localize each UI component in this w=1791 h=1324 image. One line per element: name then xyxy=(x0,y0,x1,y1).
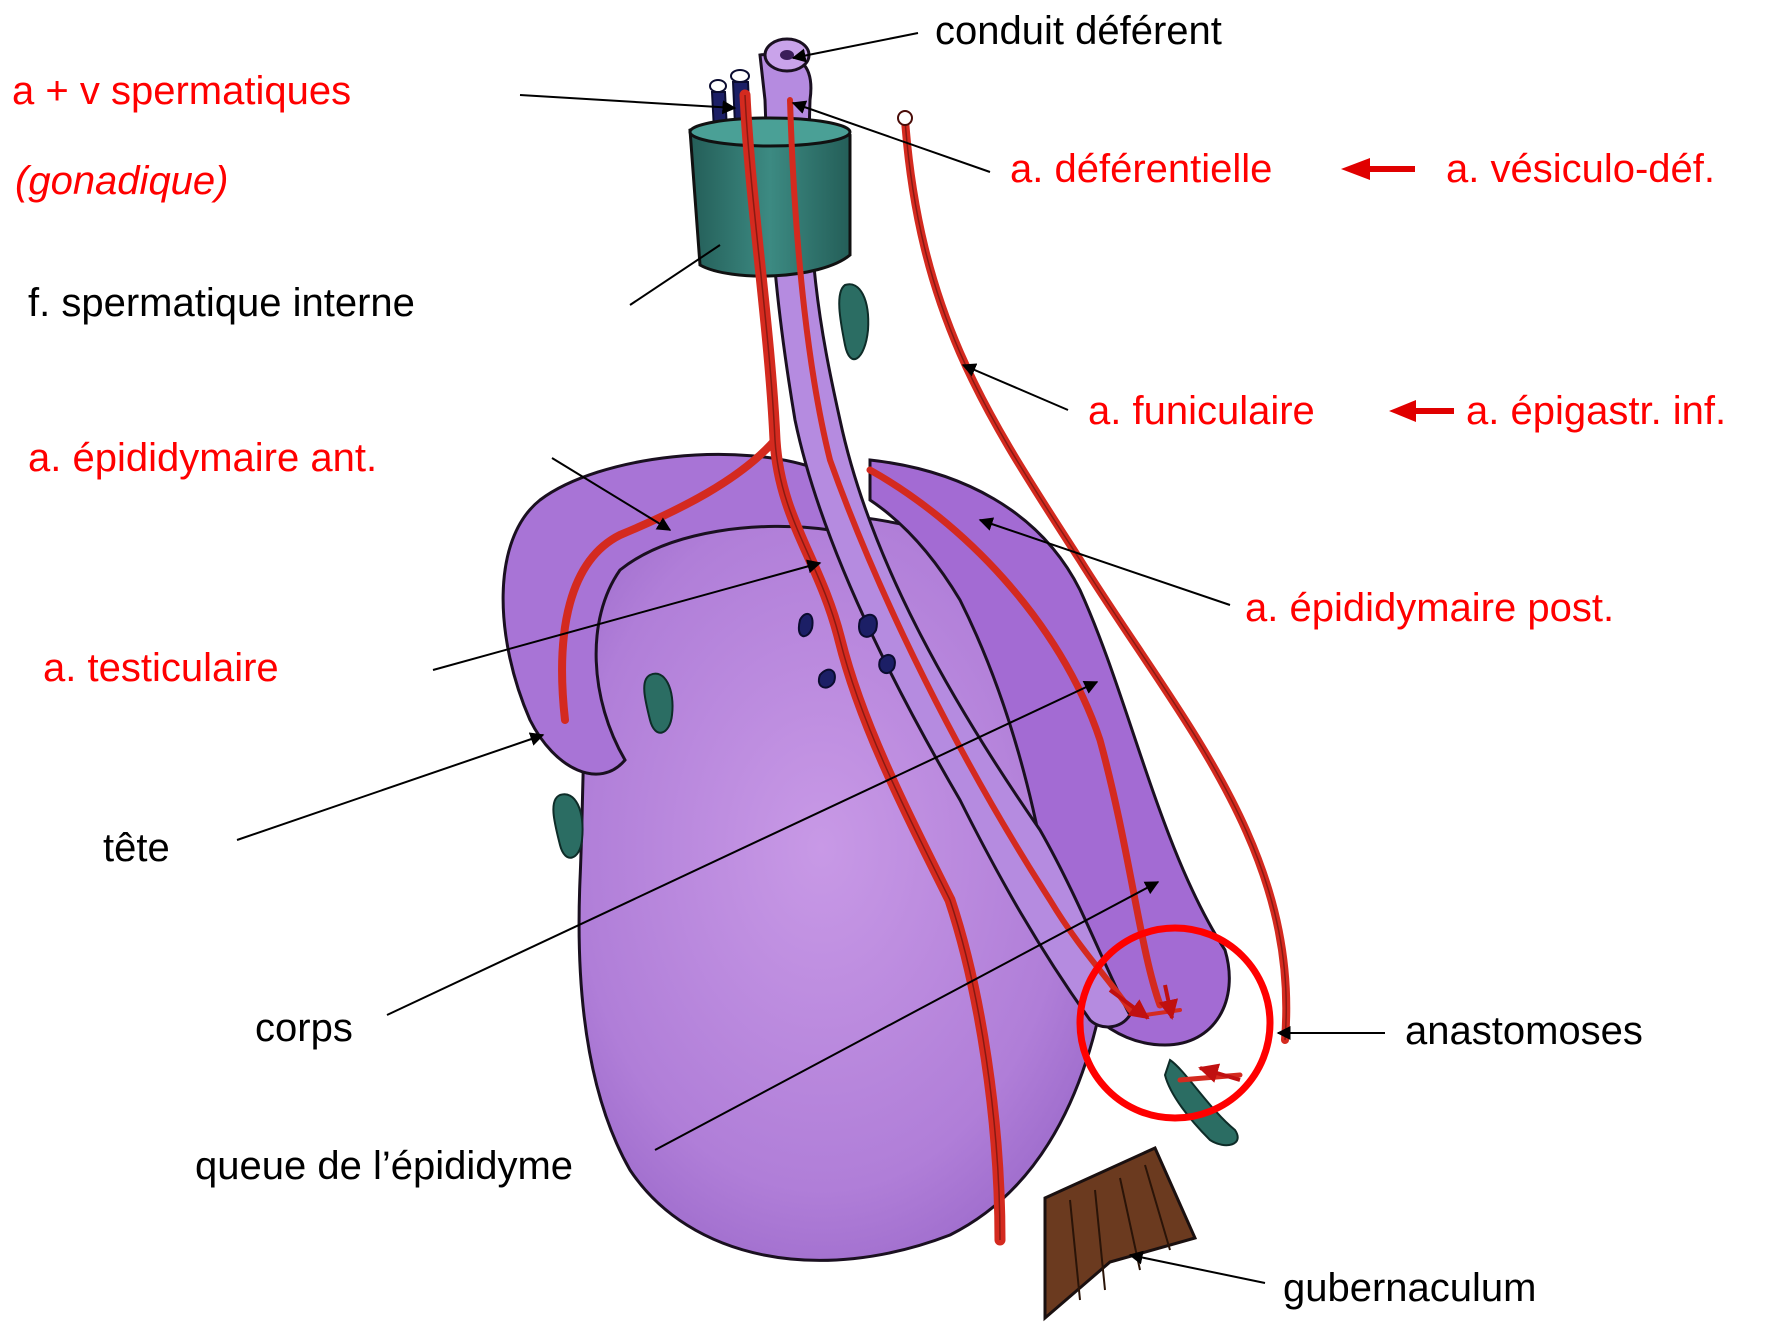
funicular-artery-cut-end xyxy=(898,111,912,125)
label-queue-epididyme: queue de l’épididyme xyxy=(195,1143,573,1189)
deferent-duct-lumen xyxy=(780,50,794,60)
label-a-epididymaire-ant: a. épididymaire ant. xyxy=(28,435,377,481)
label-a-testiculaire: a. testiculaire xyxy=(43,645,279,691)
label-a-epigastr-inf: a. épigastr. inf. xyxy=(1466,388,1726,434)
label-a-v-spermatiques: a + v spermatiques xyxy=(12,68,351,114)
internal-spermatic-fascia xyxy=(690,118,850,276)
label-tete: tête xyxy=(103,825,170,871)
label-a-deferentielle: a. déférentielle xyxy=(1010,146,1272,192)
label-conduit-deferent: conduit déférent xyxy=(935,8,1222,54)
label-a-funiculaire: a. funiculaire xyxy=(1088,388,1315,434)
label-anastomoses: anastomoses xyxy=(1405,1008,1643,1054)
origin-arrows xyxy=(1341,158,1454,422)
label-f-spermatique-interne: f. spermatique interne xyxy=(28,280,415,326)
label-corps: corps xyxy=(255,1005,353,1051)
label-gonadique: (gonadique) xyxy=(15,158,229,204)
label-a-epididymaire-post: a. épididymaire post. xyxy=(1245,585,1614,631)
label-gubernaculum: gubernaculum xyxy=(1283,1265,1537,1311)
label-a-vesiculo-def: a. vésiculo-déf. xyxy=(1446,146,1715,192)
gubernaculum-shape xyxy=(1045,1148,1195,1318)
